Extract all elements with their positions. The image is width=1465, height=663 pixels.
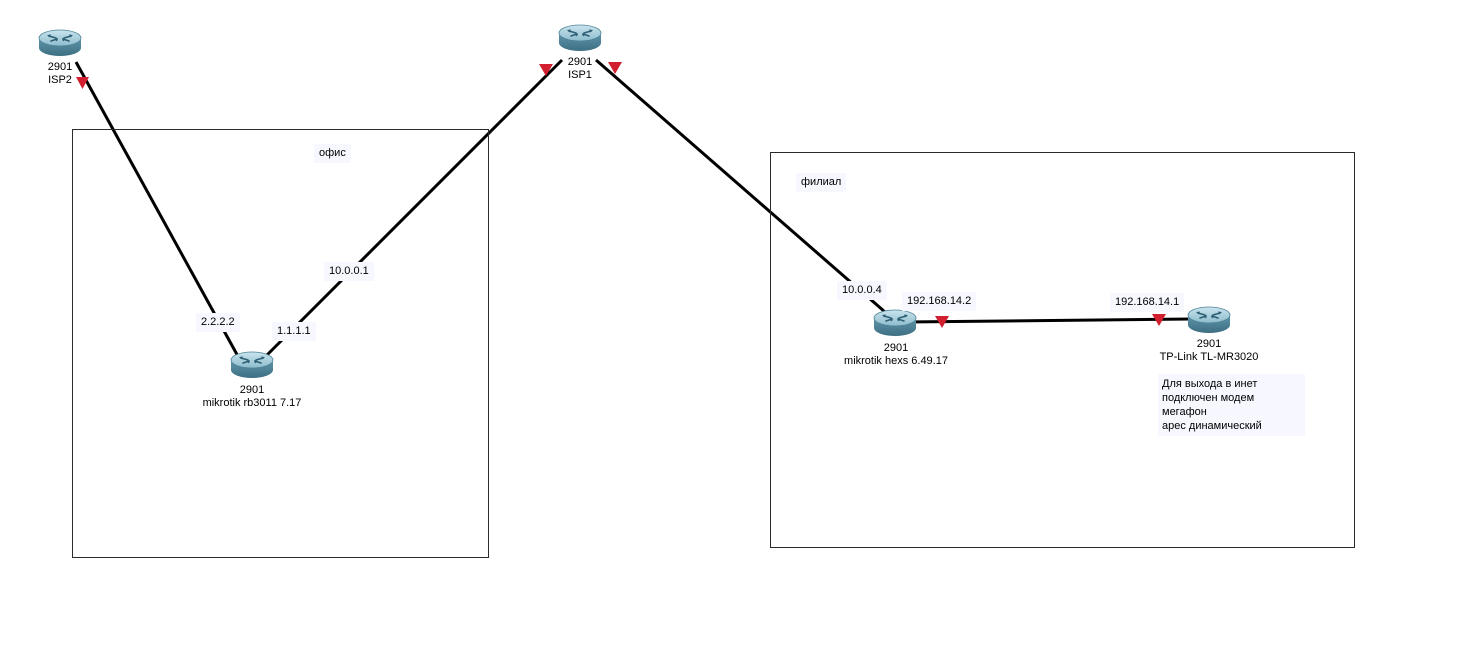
- link-markers: [76, 62, 1166, 328]
- link-down-marker: [608, 62, 622, 74]
- device-model: 2901: [567, 56, 593, 68]
- ip-label: 2.2.2.2: [196, 313, 240, 332]
- link-down-marker: [539, 64, 553, 76]
- device-name: ISP2: [48, 74, 72, 86]
- office-area[interactable]: [72, 129, 489, 558]
- link-down-marker: [76, 77, 89, 89]
- ip-label: 192.168.14.2: [902, 292, 977, 311]
- device-name: mikrotik rb3011 7.17: [202, 397, 302, 409]
- device-label-branch-router: 2901 mikrotik hexs 6.49.17: [844, 342, 948, 368]
- router-icon[interactable]: [1186, 305, 1232, 335]
- branch-area-label: филиал: [796, 173, 847, 192]
- device-name: mikrotik hexs 6.49.17: [844, 355, 948, 367]
- link-isp2-office[interactable]: [74, 61, 242, 361]
- note-line: Для выхода в инет: [1162, 378, 1258, 390]
- device-model: 2901: [1196, 338, 1222, 350]
- link-down-marker: [1152, 314, 1166, 326]
- device-label-isp1: 2901 ISP1: [568, 56, 592, 82]
- link-isp1-branch[interactable]: [595, 58, 886, 314]
- link-down-marker: [935, 316, 949, 328]
- ip-label: 1.1.1.1: [272, 322, 316, 341]
- links: [74, 58, 1191, 362]
- device-label-tplink: 2901 TP-Link TL-MR3020: [1160, 338, 1259, 364]
- device-label-isp2: 2901 ISP2: [48, 61, 72, 87]
- office-area-label: офис: [314, 144, 351, 163]
- device-name: TP-Link TL-MR3020: [1159, 351, 1259, 363]
- ip-label: 10.0.0.4: [837, 281, 887, 300]
- device-model: 2901: [883, 342, 909, 354]
- router-icon[interactable]: [872, 308, 918, 338]
- tplink-note[interactable]: Для выхода в инет подключен модем мегафо…: [1158, 374, 1305, 436]
- device-model: 2901: [239, 384, 265, 396]
- device-label-office-router: 2901 mikrotik rb3011 7.17: [203, 384, 302, 410]
- link-isp1-office[interactable]: [260, 58, 564, 362]
- router-icon[interactable]: [557, 23, 603, 53]
- router-icon[interactable]: [229, 350, 275, 380]
- device-model: 2901: [47, 61, 73, 73]
- branch-area[interactable]: [770, 152, 1355, 548]
- link-branch-tplink[interactable]: [904, 317, 1191, 324]
- device-name: ISP1: [568, 69, 592, 81]
- router-icon[interactable]: [37, 28, 83, 58]
- ip-label: 192.168.14.1: [1110, 293, 1185, 312]
- note-line: подключен модем мегафон: [1162, 392, 1255, 418]
- ip-label: 10.0.0.1: [324, 262, 374, 281]
- note-line: арес динамический: [1162, 420, 1262, 432]
